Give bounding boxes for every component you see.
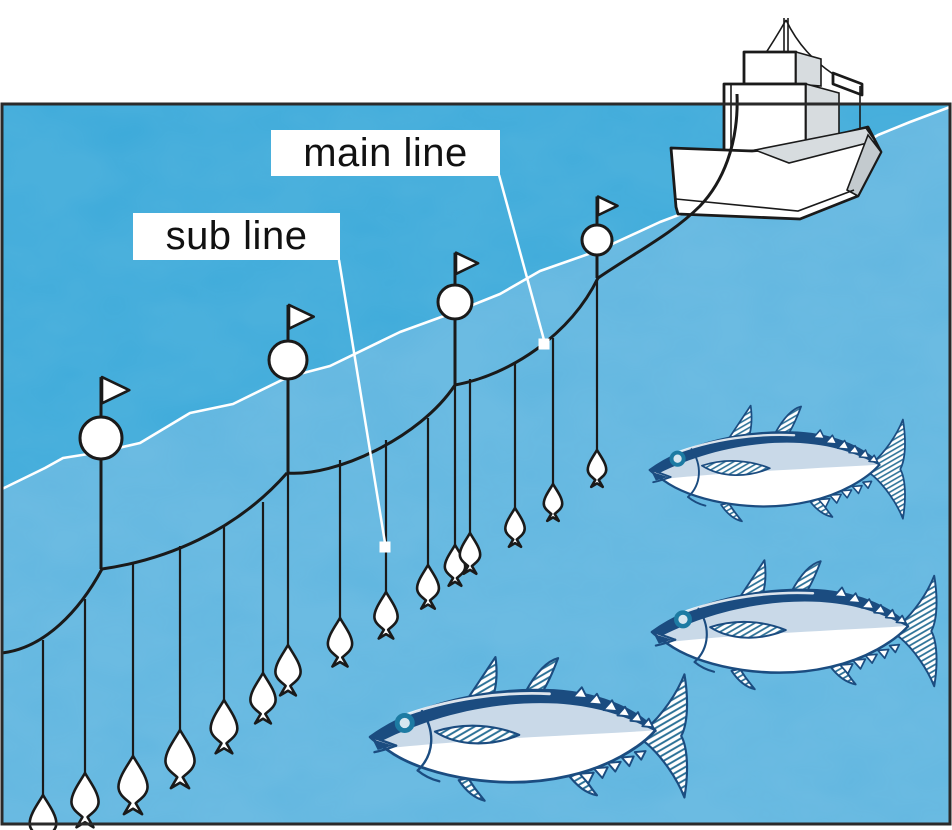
sub-line-label: sub line xyxy=(133,213,340,260)
sub-line-marker xyxy=(379,541,391,553)
main-line-leader xyxy=(497,174,546,341)
bait-hook xyxy=(165,730,194,788)
hull-seam xyxy=(675,189,855,212)
buoy-float xyxy=(436,283,474,321)
fishing-boat xyxy=(669,18,883,221)
buoy-float xyxy=(78,415,124,461)
bait-hook xyxy=(588,450,606,487)
upper-cabin xyxy=(742,50,798,86)
mast-stay xyxy=(785,19,834,75)
buoy-flag xyxy=(287,303,315,330)
annotations xyxy=(337,174,550,553)
upper-cabin-side xyxy=(795,50,822,87)
main-line-marker xyxy=(538,338,550,350)
buoy-float xyxy=(267,339,309,381)
bait-hook xyxy=(374,592,397,639)
bulwark-shade xyxy=(752,127,877,164)
main-line-label: main line xyxy=(271,130,500,176)
bait-hook xyxy=(505,508,524,547)
diagram-frame xyxy=(0,102,952,826)
bait-hook xyxy=(30,795,57,830)
bait-hook xyxy=(250,673,275,723)
bait-hook xyxy=(71,773,98,827)
stern-shade xyxy=(846,133,882,198)
main-line xyxy=(1,277,600,655)
bait-hook xyxy=(211,700,238,753)
bait-hook xyxy=(417,565,439,609)
buoy-flag xyxy=(454,251,480,276)
buoy-flag xyxy=(100,375,131,405)
main-line-to-boat xyxy=(597,93,739,280)
sub-line-leader xyxy=(337,259,387,544)
bait-hook xyxy=(460,533,480,574)
aft-panel xyxy=(831,71,864,97)
longline-rig xyxy=(30,195,619,830)
bait-hook xyxy=(328,618,352,667)
bait-hook xyxy=(544,484,562,521)
buoy-flag xyxy=(596,195,619,217)
bait-hook xyxy=(118,756,147,814)
bait-hook xyxy=(275,645,300,695)
buoy-float xyxy=(580,223,614,257)
